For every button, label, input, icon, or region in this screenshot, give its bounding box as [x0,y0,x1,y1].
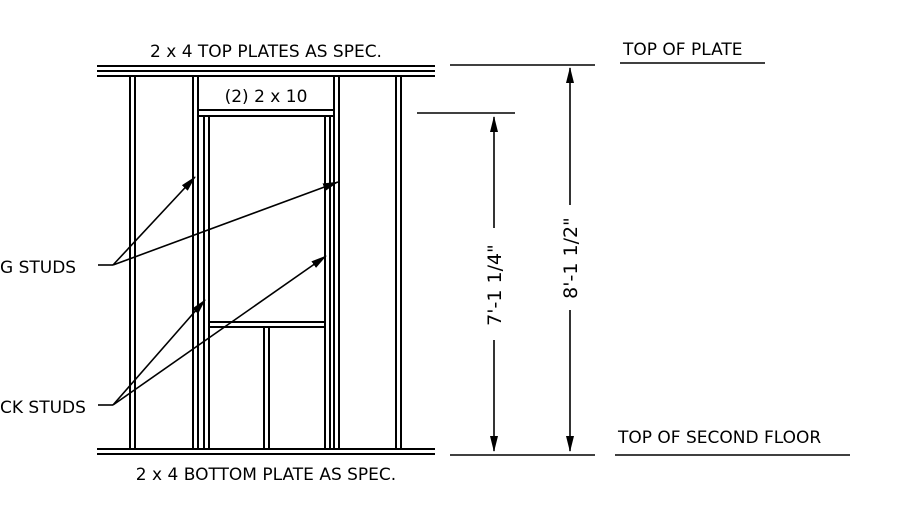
top-of-second-floor-reference: TOP OF SECOND FLOOR [450,428,850,456]
top-of-second-floor-label: TOP OF SECOND FLOOR [617,428,821,448]
right-stud [395,76,402,449]
left-king-stud [192,76,199,449]
king-studs-leader-right [112,181,339,266]
jack-studs-leader-left [112,299,206,406]
cripple-studs [263,327,270,449]
king-studs-label: G STUDS [0,258,76,278]
top-of-plate-reference: TOP OF PLATE [450,40,765,66]
header-label: (2) 2 x 10 [225,87,308,107]
bottom-plate [97,448,435,455]
king-studs-leader-left [112,176,196,266]
top-plates-label: 2 x 4 TOP PLATES AS SPEC. [150,42,382,62]
opening-height-value: 7'-1 1/4" [484,244,506,326]
wall-height-dimension: 8'-1 1/2" [560,67,582,452]
left-stud [129,76,136,449]
king-studs-callout: G STUDS [0,176,339,278]
jack-studs-label: CK STUDS [0,398,86,418]
wall-height-value: 8'-1 1/2" [560,217,582,299]
jack-studs-callout: CK STUDS [0,255,327,418]
jack-studs-leader-right [112,255,327,406]
bottom-plate-label: 2 x 4 BOTTOM PLATE AS SPEC. [136,465,396,485]
right-king-stud [333,76,340,449]
top-of-plate-label: TOP OF PLATE [622,40,743,60]
right-jack-stud [324,116,331,449]
top-plates [97,65,435,77]
left-jack-stud [203,116,210,449]
header-beam [198,109,334,117]
window-sill [209,321,325,328]
opening-height-dimension: 7'-1 1/4" [484,116,506,452]
